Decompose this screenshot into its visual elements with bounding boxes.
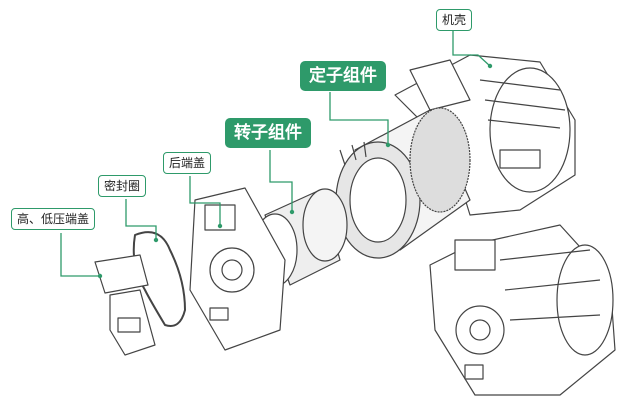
label-housing: 机壳 bbox=[436, 9, 473, 31]
label-hv-lv-cover: 高、低压端盖 bbox=[11, 208, 96, 230]
label-seal-ring: 密封圈 bbox=[98, 175, 147, 197]
label-rotor-assembly: 转子组件 bbox=[225, 118, 311, 148]
hv-lv-cover-part bbox=[94, 254, 156, 356]
housing-part bbox=[394, 54, 576, 216]
stator-part bbox=[335, 107, 471, 259]
label-rear-cover: 后端盖 bbox=[163, 152, 212, 174]
rear-cover-part bbox=[189, 187, 286, 351]
assembled-motor bbox=[429, 224, 616, 396]
label-stator-assembly: 定子组件 bbox=[300, 61, 386, 91]
